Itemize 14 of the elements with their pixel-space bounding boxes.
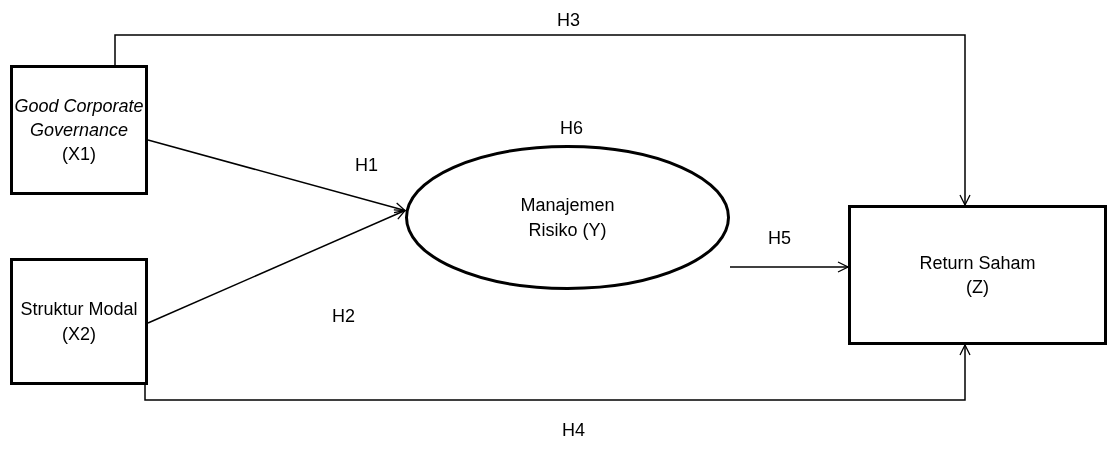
variable-label: Return Saham (Z) — [918, 251, 1037, 299]
construct-ellipse — [405, 145, 730, 290]
variable-box — [10, 258, 148, 385]
variable-label: Struktur Modal (X2) — [19, 298, 139, 346]
arrow — [147, 209, 406, 324]
arrow — [114, 34, 971, 206]
variable-label: Manajemen Risiko (Y) — [520, 194, 615, 242]
variable-label: Good Corporate Governance (X1) — [13, 94, 145, 167]
variable-box — [848, 205, 1107, 345]
arrow — [729, 261, 849, 273]
hypothesis-label: H6 — [559, 118, 584, 140]
arrow — [147, 139, 406, 214]
variable-box — [10, 65, 148, 195]
arrow — [144, 344, 971, 401]
